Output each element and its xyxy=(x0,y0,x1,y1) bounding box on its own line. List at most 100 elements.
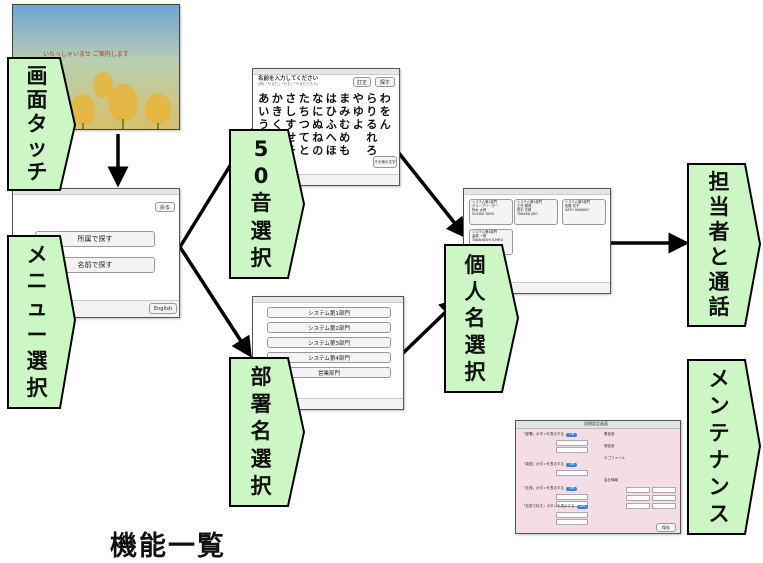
splash-welcome-text: いらっしゃいませ ご案内します xyxy=(43,51,129,58)
maintenance-input-field[interactable] xyxy=(556,501,588,507)
label-char: 通 xyxy=(708,270,730,294)
toggle-switch[interactable]: ON xyxy=(566,486,578,491)
label-shape-touch xyxy=(7,57,77,191)
maintenance-input-field[interactable] xyxy=(556,519,588,525)
kana-key[interactable]: れ xyxy=(366,130,378,144)
kana-key[interactable]: に xyxy=(312,104,324,118)
maintenance-input-field[interactable] xyxy=(556,447,588,453)
person-card-dept: システム第2部門 xyxy=(517,200,543,204)
label-char: 選 xyxy=(250,218,272,243)
kana-key[interactable]: よ xyxy=(352,117,364,131)
name-bottom-bar xyxy=(253,174,399,185)
kana-key[interactable]: つ xyxy=(298,117,310,131)
maintenance-right-label: 会社情報 xyxy=(604,478,618,482)
maintenance-input-field[interactable] xyxy=(556,512,588,518)
kana-key[interactable]: や xyxy=(352,91,364,105)
maintenance-input-field[interactable] xyxy=(556,494,588,500)
label-char: 選 xyxy=(250,446,272,471)
label-char: 択 xyxy=(26,376,48,401)
kana-key[interactable]: な xyxy=(312,91,324,105)
toggle-switch[interactable]: ON xyxy=(566,462,578,467)
maintenance-input-field[interactable] xyxy=(652,487,676,493)
department-button[interactable]: システム第1部門 xyxy=(267,307,391,318)
kana-key[interactable]: ゆ xyxy=(352,104,364,118)
kana-key[interactable]: ひ xyxy=(325,104,337,118)
kana-key[interactable]: み xyxy=(339,104,351,118)
arrow-gojuon-to-person xyxy=(396,150,468,239)
kana-key[interactable]: ろ xyxy=(366,143,378,157)
kana-key[interactable]: す xyxy=(285,117,297,131)
clear-button[interactable]: 訂正 xyxy=(353,77,371,87)
menu-back-button[interactable]: 戻る xyxy=(155,202,175,212)
person-card-roman: SUZUKI TARO xyxy=(472,211,495,216)
maintenance-input-field[interactable] xyxy=(652,495,676,501)
label-char: 個 xyxy=(464,252,486,277)
person-bottom-bar xyxy=(464,282,610,293)
kana-key[interactable]: の xyxy=(312,143,324,157)
kana-key[interactable]: と xyxy=(298,143,310,157)
name-input-title: 名前を入力してください xyxy=(258,76,319,82)
label-shape-gojuon xyxy=(229,129,306,279)
person-card-roman: TAKAHASHI ICHIRO xyxy=(472,237,504,242)
maintenance-right-label: ロゴファイル xyxy=(604,456,625,460)
person-card-roman: SATO HANAKO xyxy=(565,207,589,212)
kana-key[interactable]: む xyxy=(339,117,351,131)
kana-key[interactable]: め xyxy=(339,130,351,144)
kana-key[interactable]: は xyxy=(325,91,337,105)
kana-key[interactable]: て xyxy=(298,130,310,144)
status-bar xyxy=(253,297,403,303)
label-char: 択 xyxy=(250,473,272,498)
kana-key[interactable]: ら xyxy=(366,91,378,105)
toggle-switch[interactable]: ON xyxy=(566,432,578,437)
label-dept-select: 部署名選択 xyxy=(236,364,286,500)
maintenance-save-button[interactable]: 保存 xyxy=(656,523,676,532)
label-char: ス xyxy=(708,502,730,526)
kana-key[interactable]: を xyxy=(379,104,391,118)
person-card-role: グループリーダー xyxy=(472,203,499,208)
kana-key[interactable]: た xyxy=(298,91,310,105)
maintenance-input-field[interactable] xyxy=(626,495,650,501)
english-button[interactable]: English xyxy=(149,303,177,314)
maintenance-input-field[interactable] xyxy=(556,470,588,476)
kana-key[interactable]: わ xyxy=(379,91,391,105)
kana-key[interactable]: ふ xyxy=(325,117,337,131)
kana-key[interactable]: る xyxy=(366,117,378,131)
status-bar xyxy=(13,189,179,195)
kana-key[interactable]: ぬ xyxy=(312,117,324,131)
kana-key[interactable]: り xyxy=(366,104,378,118)
kana-key[interactable]: ほ xyxy=(325,143,337,157)
kana-key[interactable]: し xyxy=(285,104,297,118)
kana-key[interactable]: か xyxy=(271,91,283,105)
label-char: 音 xyxy=(250,191,272,216)
maintenance-input-field[interactable] xyxy=(652,503,676,509)
kana-key[interactable]: く xyxy=(271,117,283,131)
label-char: ュ xyxy=(26,296,48,321)
label-char: 名 xyxy=(250,419,272,444)
kana-key[interactable]: ん xyxy=(379,117,391,131)
maintenance-input-field[interactable] xyxy=(626,503,650,509)
kana-key[interactable]: あ xyxy=(258,91,270,105)
search-button[interactable]: 探す xyxy=(375,77,395,87)
kana-key[interactable]: さ xyxy=(285,91,297,105)
kana-key[interactable]: う xyxy=(258,117,270,131)
kana-key[interactable]: ね xyxy=(312,130,324,144)
kana-key[interactable]: せ xyxy=(285,130,297,144)
label-shape-dept xyxy=(229,357,306,507)
other-chars-button[interactable]: その他の文字 xyxy=(373,156,397,168)
maintenance-input-field[interactable] xyxy=(556,440,588,446)
department-button[interactable]: システム第3部門 xyxy=(267,337,391,348)
kana-key[interactable]: き xyxy=(271,104,283,118)
toggle-switch[interactable]: ON xyxy=(576,504,588,509)
kana-key[interactable]: ち xyxy=(298,104,310,118)
maintenance-input-field[interactable] xyxy=(626,487,650,493)
kana-key[interactable]: い xyxy=(258,104,270,118)
department-button[interactable]: システム第2部門 xyxy=(267,322,391,333)
kana-key[interactable]: も xyxy=(339,143,351,157)
label-char: ナ xyxy=(708,448,730,472)
kana-key[interactable]: へ xyxy=(325,130,337,144)
label-shapes xyxy=(7,57,762,535)
kana-key[interactable]: ま xyxy=(339,91,351,105)
